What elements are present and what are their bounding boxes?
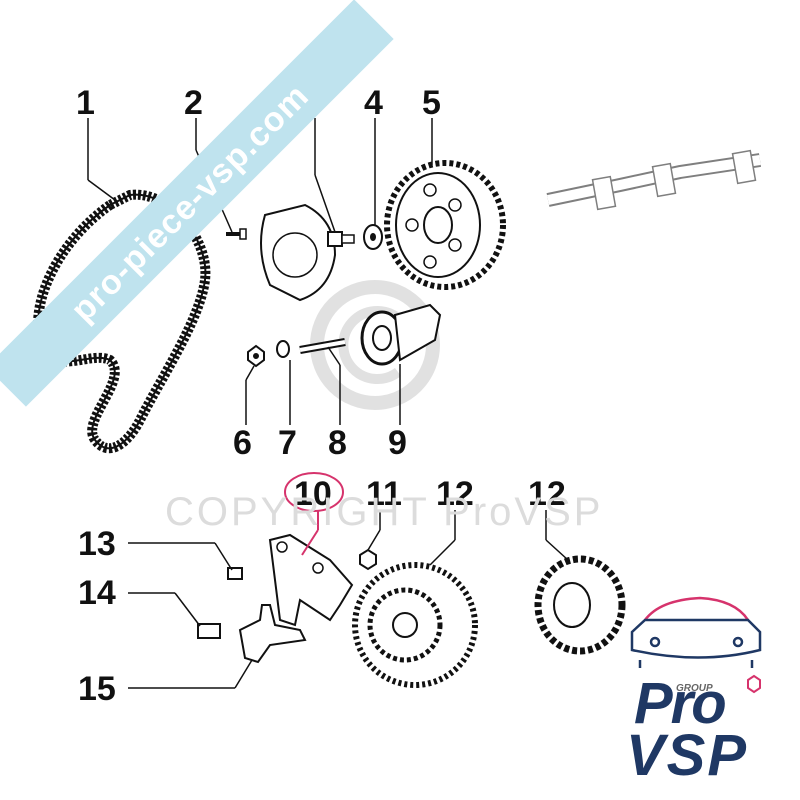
- brand-hexagon-icon: [747, 674, 761, 694]
- tensioner-part-9: [360, 303, 442, 366]
- brand-group-label: GROUP: [676, 683, 713, 694]
- callout-12-pulley: 12: [528, 475, 566, 513]
- washer-part-4: [363, 224, 383, 250]
- callout-15: 15: [78, 670, 116, 708]
- brand-pro-text: Pro: [634, 671, 727, 736]
- callout-4: 4: [364, 84, 383, 122]
- crank-pulley-part-12: [534, 555, 626, 655]
- callout-1: 1: [76, 84, 95, 122]
- highlight-callout-10: [284, 472, 344, 556]
- copyright-watermark: COPYRIGHT ProVSP: [165, 490, 604, 534]
- screw-part-2: [226, 228, 247, 240]
- nut-part-6: [247, 344, 265, 368]
- callout-8: 8: [328, 424, 347, 462]
- callout-7: 7: [278, 424, 297, 462]
- stud-part-8: [299, 338, 346, 354]
- camshaft-drawing: [546, 149, 762, 211]
- brand-vsp-text: VSP: [626, 723, 749, 788]
- sensor-part-15: [238, 604, 307, 664]
- car-logo: [630, 596, 762, 668]
- callout-13: 13: [78, 525, 116, 563]
- callout-14: 14: [78, 574, 116, 612]
- washer-part-7: [276, 340, 290, 358]
- callout-10: 10: [294, 475, 332, 513]
- bolt-part-3: [327, 231, 355, 247]
- callout-9: 9: [388, 424, 407, 462]
- leader-lines: [87, 118, 569, 689]
- callout-2: 2: [184, 84, 203, 122]
- sprocket-cover-plate: [260, 203, 337, 302]
- callout-11: 11: [366, 475, 402, 513]
- callout-6: 6: [233, 424, 252, 462]
- cam-sprocket-part-5: [384, 160, 506, 290]
- callout-12-sprocket: 12: [436, 475, 474, 513]
- screw-part-13: [227, 567, 243, 580]
- callout-5: 5: [422, 84, 441, 122]
- bolt-part-14: [197, 623, 221, 639]
- nut-part-11: [359, 548, 377, 571]
- bracket-part-10: [268, 533, 354, 627]
- crank-sprocket-part-12: [352, 562, 478, 688]
